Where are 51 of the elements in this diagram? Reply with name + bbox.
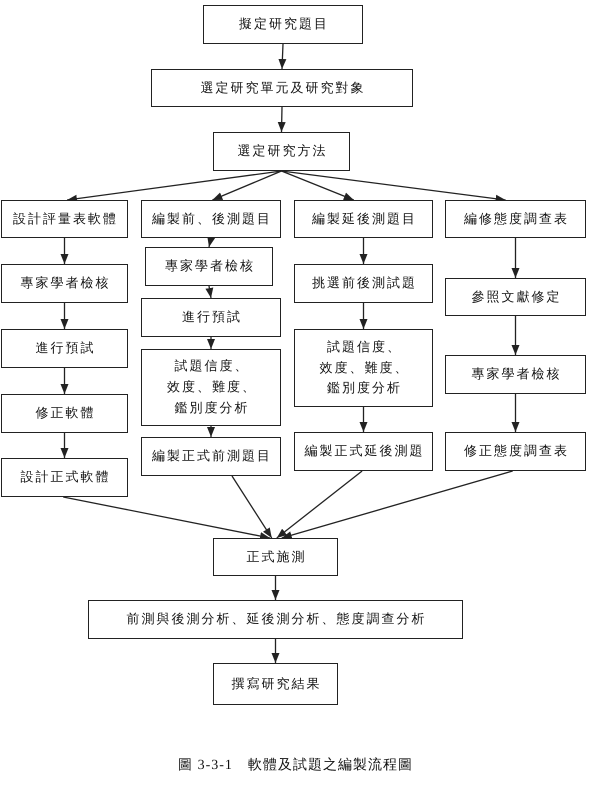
arrow bbox=[276, 470, 363, 539]
process-box: 前測與後測分析、延後測分析、態度調查分析 bbox=[88, 600, 463, 639]
arrow bbox=[272, 576, 280, 600]
arrow bbox=[63, 496, 270, 540]
arrow bbox=[231, 476, 272, 538]
arrow bbox=[278, 106, 286, 132]
process-box: 專家學者檢核 bbox=[1, 264, 128, 303]
arrow bbox=[272, 639, 280, 663]
process-box: 設計評量表軟體 bbox=[1, 200, 128, 238]
figure-caption: 圖 3-3-1 軟體及試題之編製流程圖 bbox=[178, 758, 413, 773]
arrow bbox=[278, 44, 286, 70]
arrow bbox=[512, 316, 520, 355]
process-box: 進行預試 bbox=[141, 298, 281, 337]
process-box: 擬定研究題目 bbox=[203, 5, 363, 44]
process-box: 設計正式軟體 bbox=[1, 458, 128, 497]
process-box: 修正態度調查表 bbox=[445, 432, 586, 471]
arrow bbox=[60, 368, 68, 394]
arrow bbox=[360, 238, 368, 264]
process-box: 試題信度、效度、難度、鑑別度分析 bbox=[141, 349, 281, 426]
arrow bbox=[207, 337, 215, 349]
arrow bbox=[360, 303, 368, 329]
process-box: 選定研究方法 bbox=[213, 132, 350, 171]
process-box: 修正軟體 bbox=[1, 394, 128, 433]
arrow bbox=[60, 303, 68, 329]
process-box: 挑選前後測試題 bbox=[294, 264, 433, 303]
arrow bbox=[512, 394, 520, 432]
arrow bbox=[66, 170, 282, 203]
process-box: 進行預試 bbox=[1, 329, 128, 368]
process-box: 編製正式延後測題 bbox=[294, 432, 433, 471]
arrow bbox=[512, 238, 520, 278]
process-box: 編修態度調查表 bbox=[445, 200, 586, 238]
arrow bbox=[60, 238, 68, 264]
process-box: 編製延後測題目 bbox=[294, 200, 433, 238]
process-box: 試題信度、效度、難度、鑑別度分析 bbox=[294, 329, 433, 407]
arrow bbox=[60, 433, 68, 458]
arrow bbox=[205, 286, 214, 298]
process-box: 專家學者檢核 bbox=[445, 355, 586, 394]
arrow bbox=[212, 170, 282, 201]
arrow bbox=[360, 407, 368, 432]
process-box: 編製正式前測題目 bbox=[141, 437, 281, 476]
process-box: 撰寫研究結果 bbox=[213, 663, 338, 705]
process-box: 參照文獻修定 bbox=[445, 278, 586, 316]
process-box: 選定研究單元及研究對象 bbox=[151, 69, 413, 107]
process-box: 編製前、後測題目 bbox=[141, 200, 281, 238]
process-box: 正式施測 bbox=[213, 538, 338, 576]
arrow bbox=[207, 236, 216, 248]
arrow bbox=[281, 170, 354, 201]
process-box: 專家學者檢核 bbox=[145, 247, 273, 286]
arrow bbox=[282, 470, 513, 540]
arrow bbox=[207, 426, 215, 437]
arrow bbox=[281, 170, 506, 203]
